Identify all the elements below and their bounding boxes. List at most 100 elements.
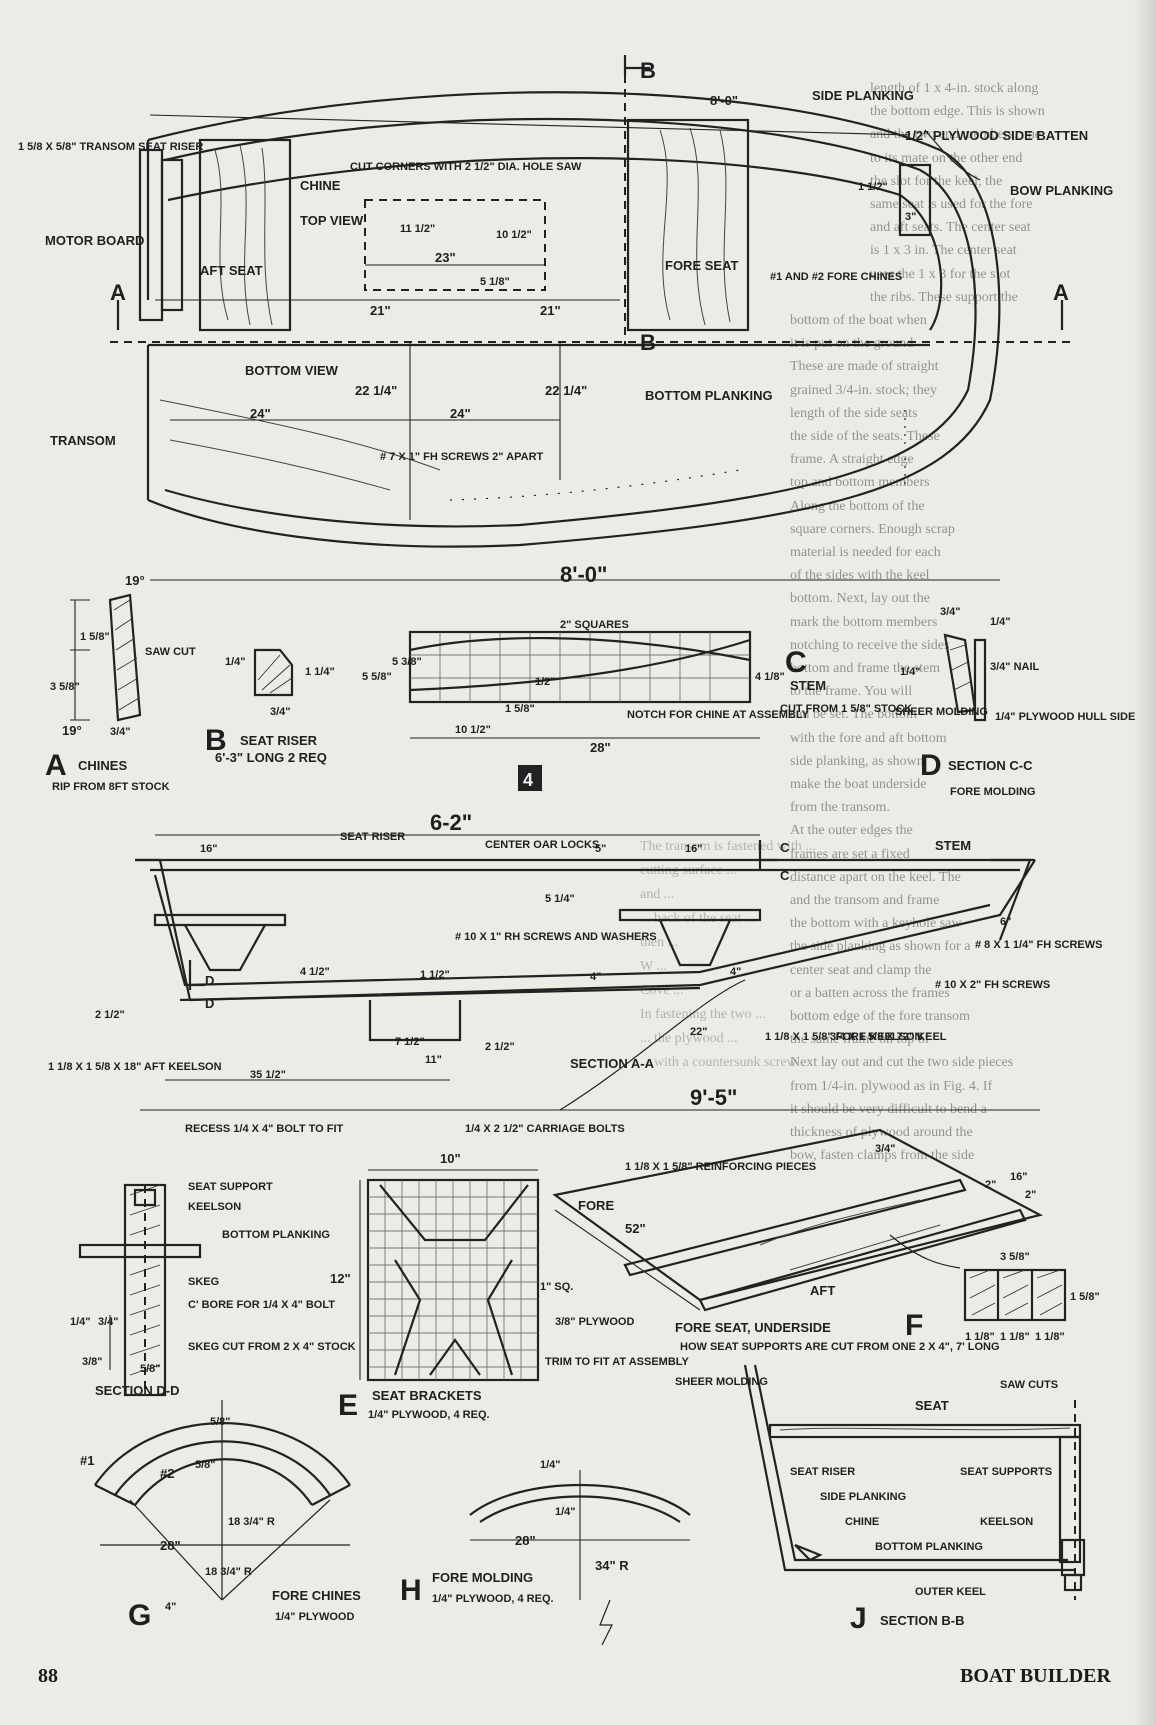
hull-outline (147, 91, 1001, 548)
article-text-line: notching to receive the sides (790, 637, 950, 653)
side-c-top: C (780, 840, 790, 855)
article-text-line: ... with a countersunk screw (640, 1055, 797, 1070)
article-text-line: W ... (640, 959, 667, 974)
side-center-oar: CENTER OAR LOCKS (485, 839, 599, 851)
dd-seat-support: SEAT SUPPORT (188, 1181, 273, 1193)
article-text-line: is 1 x 3 in. The center seat (870, 243, 1017, 259)
hull-section-outline (743, 1364, 1075, 1572)
side-total-top: 6-2" (430, 810, 472, 835)
dd-d3-8: 3/8" (82, 1356, 103, 1368)
article-text-line: mark the bottom members (790, 614, 938, 630)
detail-section-dd (78, 1183, 202, 1397)
molding-dims (470, 1470, 690, 1600)
label-bottom-view: BOTTOM VIEW (245, 363, 339, 378)
article-text-line: material is needed for each (790, 545, 941, 560)
dim-23: 23" (435, 250, 456, 265)
side-fore-molding: FORE MOLDING (950, 786, 1036, 798)
section-c-arrow (758, 840, 778, 870)
c-notch: NOTCH FOR CHINE AT ASSEMBLY (627, 709, 810, 721)
label-bottom-planking: BOTTOM PLANKING (645, 388, 773, 403)
label-section-b-top: B (640, 58, 656, 83)
label-bow-planking: BOW PLANKING (1010, 183, 1113, 198)
bottom-screw-dots (449, 469, 741, 501)
b-sub: 6'-3" LONG 2 REQ (215, 750, 327, 765)
article-text-line: of the sides with the keel (790, 568, 930, 584)
side-d22: 22" (690, 1026, 707, 1038)
seat-dim-52 (554, 1209, 701, 1311)
g-n2: #2 (160, 1466, 174, 1481)
a-sub: RIP FROM 8FT STOCK (52, 781, 170, 793)
g-r1: 18 3/4" R (228, 1516, 275, 1528)
c-28: 28" (590, 740, 611, 755)
dim-1-5: 1 1/2" (858, 181, 888, 193)
label-section-b-bottom: B (640, 330, 656, 355)
a-19-top: 19° (125, 573, 145, 588)
f-saw-cuts: SAW CUTS (1000, 1379, 1058, 1391)
fs-d2a: 2" (985, 1179, 996, 1191)
dim-22-left: 22 1/4" (355, 383, 397, 398)
side-rh-screws: # 10 X 1" RH SCREWS AND WASHERS (455, 931, 657, 943)
g-d5-8b: 5/8" (195, 1459, 216, 1471)
fs-aft: AFT (810, 1283, 835, 1298)
article-text-line: make the boat underside (790, 777, 927, 792)
article-text-line: from 1/4-in. plywood as in Fig. 4. If (790, 1078, 993, 1094)
j-title: SECTION B-B (880, 1613, 965, 1628)
c-1-5: 1 5/8" (505, 703, 535, 715)
dd-skeg-cut: SKEG CUT FROM 2 X 4" STOCK (188, 1341, 356, 1353)
dd-title: SECTION D-D (95, 1383, 180, 1398)
g-title: FORE CHINES (272, 1588, 361, 1603)
aft-seat-grain (214, 144, 273, 326)
dd-d5-8: 5/8" (140, 1363, 161, 1375)
g-n1: #1 (80, 1453, 94, 1468)
chine-hatch (113, 599, 140, 711)
g-d28: 28" (160, 1538, 181, 1553)
side-d35: 35 1/2" (250, 1069, 286, 1081)
h-d28: 28" (515, 1533, 536, 1548)
article-text-line: grained 3/4-in. stock; they (790, 382, 937, 398)
label-transom-seat-riser: 1 5/8 X 5/8" TRANSOM SEAT RISER (18, 141, 203, 153)
dim-8ft-top: 8'-0" (710, 93, 738, 108)
label-section-a-right: A (1053, 280, 1069, 305)
article-text-line: the side planking as shown for a (790, 939, 971, 955)
d-3-4: 3/4" (940, 606, 961, 618)
label-transom: TRANSOM (50, 433, 116, 448)
h-r34: 34" R (595, 1558, 629, 1573)
article-text-line: with the fore and aft bottom (790, 730, 947, 746)
chine-line (167, 157, 943, 331)
detail-g-fore-chines (94, 1400, 351, 1601)
side-d5-1-4: 5 1/4" (545, 893, 575, 905)
fs-d16: 16" (1010, 1171, 1027, 1183)
a-3-5-8: 3 5/8" (50, 681, 80, 693)
d-title: SECTION C-C (948, 758, 1033, 773)
dim-22-right: 22 1/4" (545, 383, 587, 398)
d-nail: 3/4" NAIL (990, 661, 1040, 673)
support-block (963, 1268, 1067, 1322)
section-d-arrow (188, 960, 205, 990)
bracket-dims (359, 1169, 538, 1380)
article-text-line: length of 1 x 4-in. stock along (870, 81, 1039, 96)
article-text-line: it should be very difficult to bend a (790, 1101, 987, 1117)
side-d-top: D (205, 973, 214, 988)
side-d-bot: D (205, 996, 214, 1011)
fig-number-box (518, 765, 542, 791)
seat-riser-hatch (257, 654, 293, 694)
arrow-to-brackets (559, 979, 746, 1111)
magazine-name: BOAT BUILDER (960, 1665, 1111, 1687)
detail-a-chines (70, 593, 142, 722)
fs-d3-4: 3/4" (875, 1143, 896, 1155)
article-text-line: and the transom and frame (790, 893, 940, 908)
e-d12: 12" (330, 1271, 351, 1286)
dim-5: 5 1/8" (480, 276, 510, 288)
article-text-line: can be set. The bottom (790, 707, 917, 723)
f-d1-1-8c: 1 1/8" (1035, 1331, 1065, 1343)
fs-reinforcing: 1 1/8 X 1 5/8" REINFORCING PIECES (625, 1161, 816, 1173)
bow-planking-leader (924, 129, 981, 181)
chine-construction (100, 1400, 350, 1601)
fig-number: 4 (523, 770, 533, 790)
h-d1-4b: 1/4" (555, 1506, 576, 1518)
article-text-line: bottom. Next, lay out the (790, 591, 930, 607)
label-motor-board: MOTOR BOARD (45, 233, 144, 248)
page-number: 88 (38, 1665, 58, 1687)
side-d16-right: 16" (685, 843, 702, 855)
